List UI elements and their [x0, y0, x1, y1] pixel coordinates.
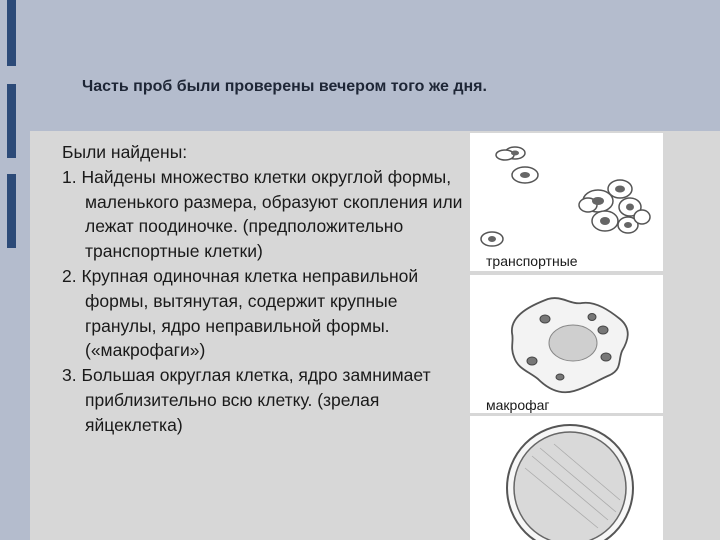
egg-cell-image	[470, 416, 663, 540]
accent-bar-top	[7, 0, 16, 66]
intro-line: Были найдены:	[62, 142, 188, 162]
egg-cell-drawing-icon	[506, 424, 634, 540]
image-caption: транспортные	[486, 253, 578, 269]
slide-title: Часть проб были проверены вечером того ж…	[82, 78, 487, 95]
list-item: 2. Крупная одиночная клетка неправильной…	[62, 265, 419, 361]
image-caption: макрофаг	[486, 397, 550, 413]
macrophage-drawing-icon	[511, 297, 629, 394]
accent-bar-bottom	[7, 174, 16, 248]
round-cells-drawing-icon	[480, 146, 651, 247]
body-text: Были найдены: 1. Найдены множество клетк…	[62, 140, 472, 438]
transport-cells-image: транспортные	[470, 133, 663, 271]
macrophage-image: макрофаг	[470, 275, 663, 413]
list-item: 1. Найдены множество клетки округлой фор…	[62, 166, 463, 262]
list-item: 3. Большая округлая клетка, ядро замнима…	[62, 365, 431, 435]
accent-bar-middle	[7, 84, 16, 158]
